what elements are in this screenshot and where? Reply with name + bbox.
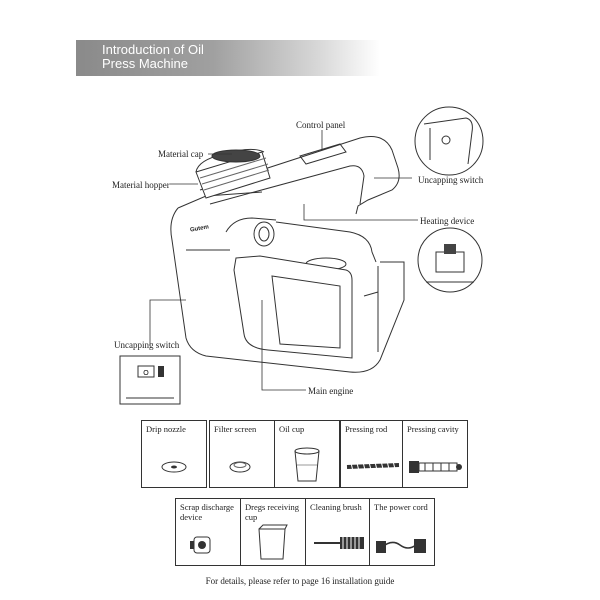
accessory-filter-screen: Filter screen <box>209 420 275 488</box>
label-main-engine: Main engine <box>308 386 354 396</box>
accessory-dregs-receiving-cup: Dregs receiving cup <box>240 498 306 566</box>
power-cord-icon <box>376 539 426 553</box>
footer-note: For details, please refer to page 16 ins… <box>205 576 395 586</box>
oil-cup-icon <box>294 447 320 482</box>
leader-uncapping-left <box>149 299 186 346</box>
inset-heating-device <box>417 227 483 293</box>
filter-screen-icon <box>229 461 251 473</box>
label-uncapping-switch-top: Uncapping switch <box>418 175 484 185</box>
inset-power-switch: O <box>119 355 181 405</box>
label-control-panel: Control panel <box>296 120 346 130</box>
accessory-label: Oil cup <box>279 424 305 434</box>
accessory-label: Pressing rod <box>345 424 388 434</box>
label-material-cap: Material cap <box>158 149 204 159</box>
accessory-label: Scrap discharge device <box>180 502 234 522</box>
accessory-drip-nozzle: Drip nozzle <box>141 420 207 488</box>
label-heating-device: Heating device <box>420 216 475 226</box>
accessory-label: Pressing cavity <box>407 424 459 434</box>
accessory-oil-cup: Oil cup <box>274 420 340 488</box>
accessory-label: The power cord <box>374 502 428 512</box>
pressing-cavity-icon <box>409 461 462 473</box>
accessory-cleaning-brush: Cleaning brush <box>305 498 371 566</box>
accessory-label: Drip nozzle <box>146 424 186 434</box>
svg-text:O: O <box>143 370 149 377</box>
cleaning-brush-icon <box>314 537 364 549</box>
accessory-pressing-cavity: Pressing cavity <box>402 420 468 488</box>
accessory-label: Dregs receiving cup <box>245 502 300 522</box>
control-panel-shape <box>299 143 347 165</box>
accessory-label: Cleaning brush <box>310 502 362 512</box>
accessory-label: Filter screen <box>214 424 257 434</box>
accessory-power-cord: The power cord <box>369 498 435 566</box>
dregs-cup-icon <box>258 524 288 560</box>
scrap-discharge-icon <box>190 536 211 554</box>
pressing-rod-icon <box>346 460 400 472</box>
label-uncapping-switch-left: Uncapping switch <box>114 340 180 350</box>
inset-uncapping-switch <box>414 106 484 176</box>
leader-heating-device <box>303 204 418 221</box>
drip-nozzle-icon <box>161 461 187 473</box>
body-outline <box>170 207 405 373</box>
title-line-2: Press Machine <box>102 56 188 71</box>
accessory-pressing-rod: Pressing rod <box>340 420 406 488</box>
top-arm-outline <box>199 136 400 215</box>
accessory-scrap-discharge-device: Scrap discharge device <box>175 498 241 566</box>
title-line-1: Introduction of Oil <box>102 42 204 57</box>
label-material-hopper: Material hopper <box>112 180 170 190</box>
title-banner: Introduction of Oil Press Machine <box>76 40 380 76</box>
leader-main-engine <box>261 300 306 391</box>
